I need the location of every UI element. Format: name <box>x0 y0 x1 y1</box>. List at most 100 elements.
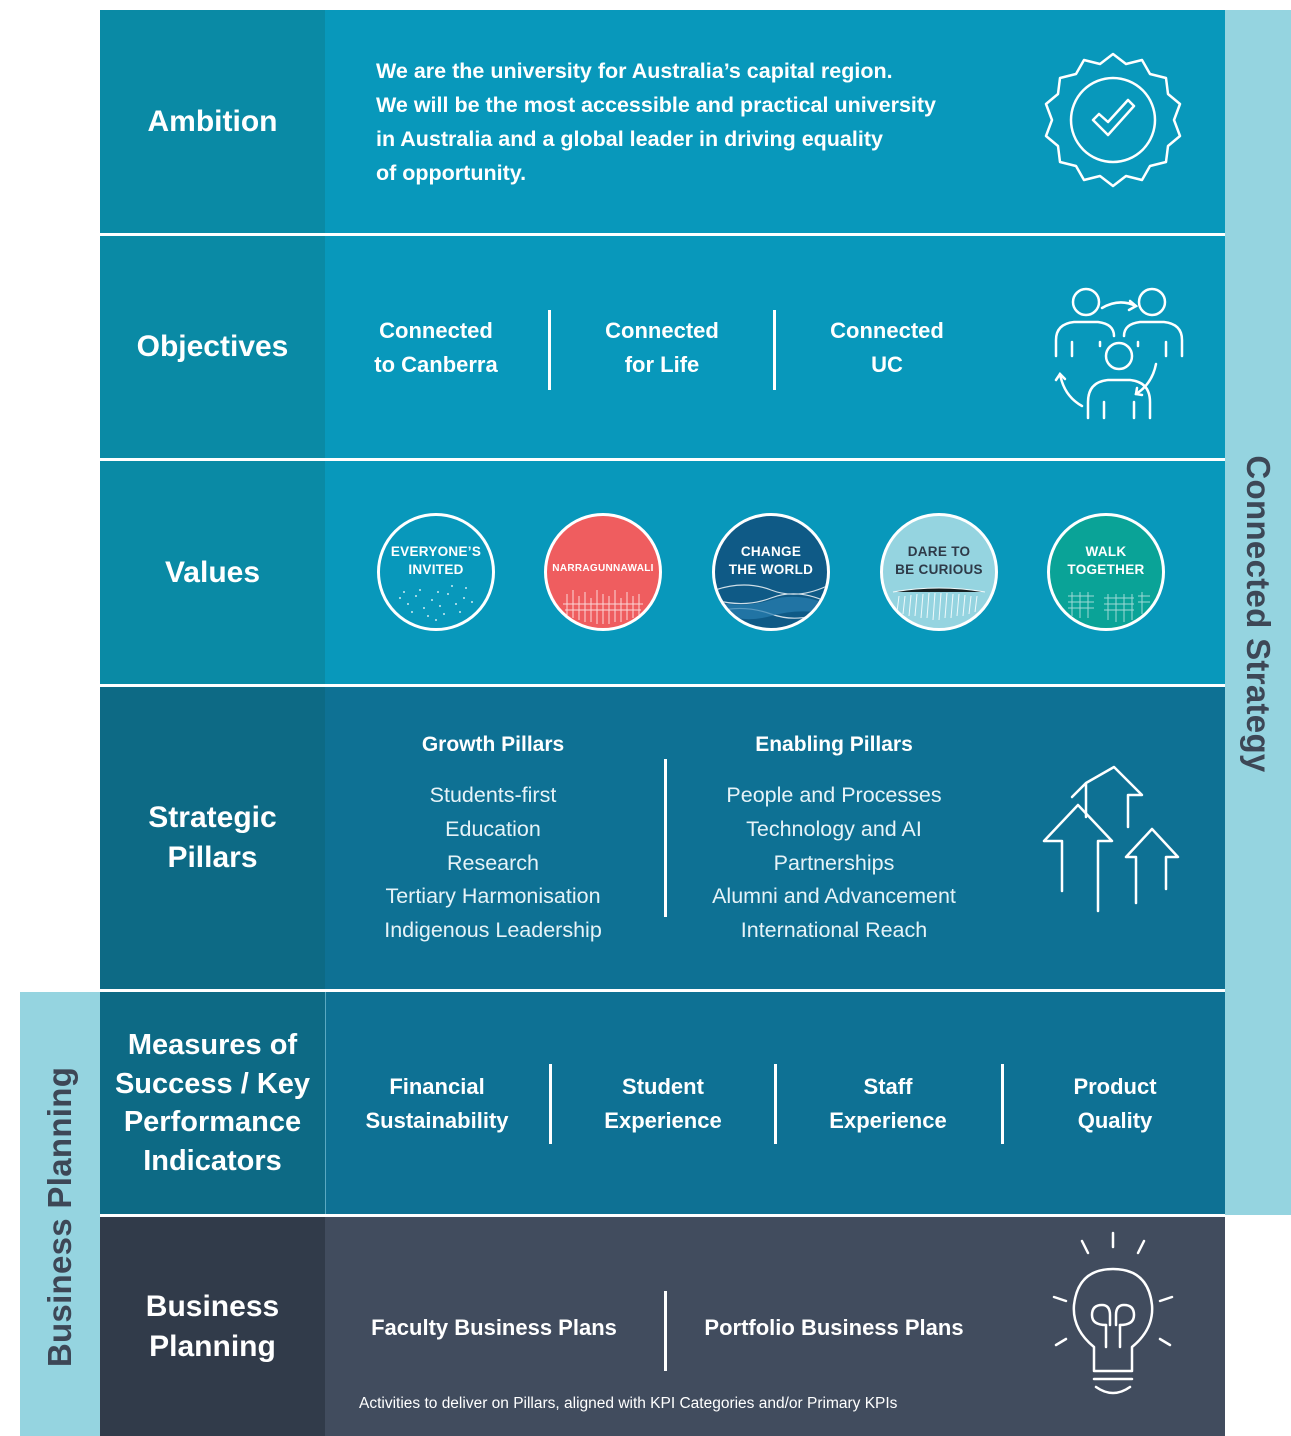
business-planning-footnote: Activities to deliver on Pillars, aligne… <box>359 1395 898 1412</box>
business-planning-row: Business Planning Faculty Business Plans… <box>100 1217 1225 1436</box>
value-change-the-world: CHANGE THE WORLD <box>712 513 830 631</box>
value-line: EVERYONE’S <box>390 544 482 559</box>
objective-line: Connected <box>379 318 493 343</box>
kpi-item: Staff Experience <box>829 1070 946 1138</box>
values-label: Values <box>100 461 325 684</box>
value-dare-to-be-curious: DARE TO BE CURIOUS <box>880 513 998 631</box>
ambition-statement: We are the university for Australia’s ca… <box>376 54 976 190</box>
value-text: EVERYONE’S INVITED <box>391 543 481 579</box>
growth-pillars-list: Students-first Education Research Tertia… <box>384 779 602 948</box>
objective-line: UC <box>871 352 903 377</box>
kpi-item: Student Experience <box>604 1070 721 1138</box>
pillar-item: Education <box>445 816 541 841</box>
kpi-item: Product Quality <box>1073 1070 1156 1138</box>
label-line: Strategic <box>148 801 277 835</box>
kpi-line: Sustainability <box>365 1108 509 1133</box>
faculty-business-plans: Faculty Business Plans <box>371 1315 617 1340</box>
pillar-item: Research <box>446 850 539 875</box>
badge-check-icon <box>1044 52 1182 188</box>
people-connected-icon <box>1054 287 1184 420</box>
value-texture <box>1068 592 1150 622</box>
divider <box>549 1064 552 1144</box>
value-text: DARE TO BE CURIOUS <box>895 543 983 579</box>
portfolio-business-plans: Portfolio Business Plans <box>704 1315 964 1340</box>
ambition-line: We are the university for Australia’s ca… <box>376 59 893 83</box>
value-line: THE WORLD <box>728 562 814 577</box>
objective-item: Connected for Life <box>605 314 719 382</box>
divider <box>664 1291 667 1371</box>
value-texture <box>892 587 986 621</box>
pillar-item: Technology and AI <box>746 816 922 841</box>
kpi-line: Financial <box>389 1074 485 1099</box>
strategic-pillars-label: Strategic Pillars <box>100 687 325 989</box>
value-narragunnawali: NARRAGUNNAWALI <box>544 513 662 631</box>
value-text: WALK TOGETHER <box>1067 543 1144 579</box>
divider <box>1001 1064 1004 1144</box>
label-line: Success / Key <box>114 1067 311 1100</box>
ambition-row: Ambition We are the university for Austr… <box>100 10 1225 233</box>
pillar-item: Indigenous Leadership <box>384 918 602 943</box>
objective-item: Connected to Canberra <box>374 314 497 382</box>
value-line: TOGETHER <box>1067 562 1145 577</box>
pillar-item: Partnerships <box>773 850 895 875</box>
value-text: CHANGE THE WORLD <box>729 543 813 579</box>
value-line: CHANGE <box>740 544 802 559</box>
lightbulb-icon <box>1052 1231 1174 1395</box>
value-line: BE CURIOUS <box>895 562 983 577</box>
value-everyones-invited: EVERYONE’S INVITED <box>377 513 495 631</box>
value-line: DARE TO <box>907 544 971 559</box>
label-line: Performance <box>123 1106 302 1138</box>
kpi-line: Student <box>622 1074 704 1099</box>
business-planning-label: Business Planning <box>100 1217 325 1436</box>
value-texture <box>399 585 473 621</box>
connected-strategy-label: Connected Strategy <box>1240 455 1277 773</box>
kpi-row: Measures of Success / Key Performance In… <box>100 992 1225 1214</box>
business-planning-bar <box>20 992 100 1436</box>
kpi-line: Quality <box>1077 1108 1153 1133</box>
divider <box>548 310 551 390</box>
objective-item: Connected UC <box>830 314 944 382</box>
objectives-label: Objectives <box>100 236 325 458</box>
value-texture <box>715 584 827 620</box>
kpi-line: Experience <box>829 1108 947 1133</box>
objective-line: to Canberra <box>374 352 498 377</box>
value-texture <box>563 590 643 624</box>
values-body: EVERYONE’S INVITED NARRAGUNNAWALI <box>325 461 1225 684</box>
values-row: Values EVERYONE’S INVITED <box>100 461 1225 684</box>
value-text: NARRAGUNNAWALI <box>552 560 653 578</box>
business-planning-side-label: Business Planning <box>41 1066 78 1368</box>
value-line: NARRAGUNNAWALI <box>552 563 654 574</box>
connected-strategy-bar <box>1225 10 1291 1215</box>
objective-line: Connected <box>605 318 719 343</box>
objective-line: Connected <box>830 318 944 343</box>
business-planning-body: Faculty Business Plans Portfolio Busines… <box>325 1217 1225 1436</box>
strategic-pillars-body: Growth Pillars Students-first Education … <box>325 687 1225 989</box>
growth-pillars-heading: Growth Pillars <box>421 733 565 756</box>
ambition-body: We are the university for Australia’s ca… <box>325 10 1225 233</box>
pillar-item: Tertiary Harmonisation <box>385 884 601 909</box>
pillar-item: Alumni and Advancement <box>712 884 956 909</box>
ambition-label: Ambition <box>100 10 325 233</box>
kpi-line: Experience <box>604 1108 722 1133</box>
enabling-pillars-list: People and Processes Technology and AI P… <box>712 779 956 948</box>
pillar-item: People and Processes <box>726 783 942 807</box>
kpi-label: Measures of Success / Key Performance In… <box>100 992 326 1214</box>
divider <box>773 310 776 390</box>
ambition-line: We will be the most accessible and pract… <box>376 93 937 117</box>
enabling-pillars-heading: Enabling Pillars <box>755 733 913 756</box>
kpi-body: Financial Sustainability Student Experie… <box>326 992 1225 1214</box>
objective-line: for Life <box>624 352 700 377</box>
label-line: Business <box>145 1289 280 1323</box>
objectives-body: Connected to Canberra Connected for Life… <box>325 236 1225 458</box>
label-line: Planning <box>149 1329 276 1363</box>
ambition-line: in Australia and a global leader in driv… <box>376 127 883 151</box>
objectives-row: Objectives Connected to Canberra Connect… <box>100 236 1225 458</box>
ambition-line: of opportunity. <box>376 161 527 185</box>
kpi-line: Product <box>1073 1074 1157 1099</box>
value-walk-together: WALK TOGETHER <box>1047 513 1165 631</box>
arrows-up-icon <box>1042 765 1180 913</box>
strategic-pillars-row: Strategic Pillars Growth Pillars Student… <box>100 687 1225 989</box>
pillar-item: International Reach <box>740 918 928 943</box>
kpi-line: Staff <box>863 1074 913 1099</box>
pillar-item: Students-first <box>429 783 557 807</box>
